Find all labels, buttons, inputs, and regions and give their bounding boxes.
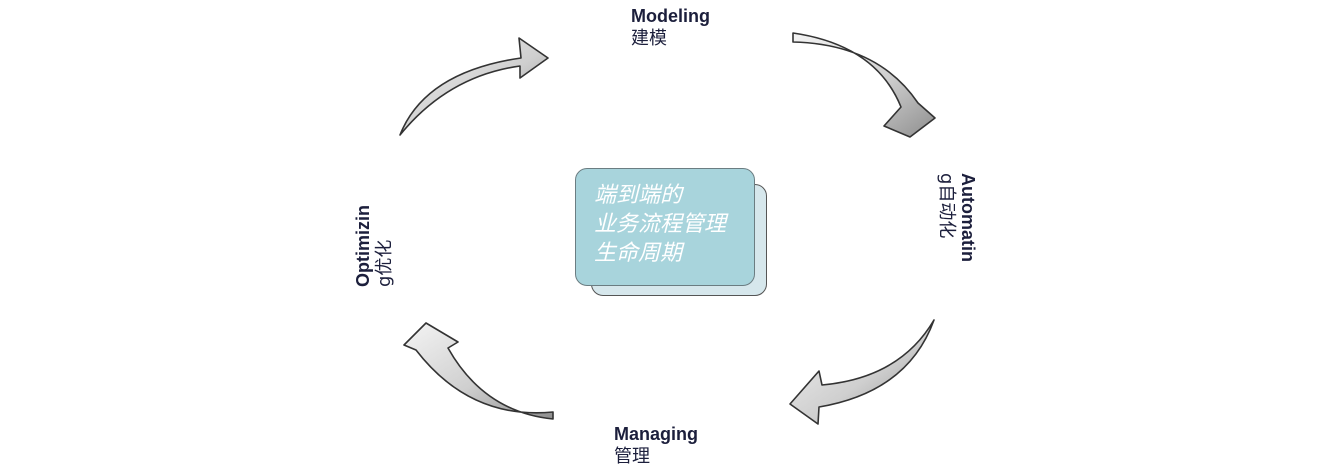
stage-managing-en: Managing	[614, 424, 698, 444]
center-line-2: 业务流程管理	[594, 212, 727, 237]
stage-optimizing-zh: g优化	[374, 239, 395, 287]
stage-automation-zh: g自动化	[936, 173, 957, 239]
stage-modeling-zh: 建模	[631, 27, 667, 49]
center-lifecycle-box: 端到端的 业务流程管理 生命周期	[575, 168, 755, 286]
stage-automation-label: Automatin g自动化	[935, 173, 979, 275]
stage-optimizing-en: Optimizin	[353, 205, 373, 287]
arrow-automation-to-managing-icon	[789, 319, 935, 425]
stage-managing-zh: 管理	[614, 445, 650, 467]
arrow-optimizing-to-modeling-icon	[399, 37, 549, 136]
arrow-managing-to-optimizing-icon	[403, 322, 554, 420]
stage-managing-label: Managing 管理	[614, 424, 698, 467]
center-line-3: 生命周期	[594, 241, 683, 266]
arrow-modeling-to-automation-icon	[792, 32, 936, 138]
center-line-1: 端到端的	[594, 183, 683, 208]
stage-optimizing-label: Optimizin g优化	[352, 185, 396, 287]
stage-modeling-en: Modeling	[631, 6, 710, 26]
stage-automation-en: Automatin	[958, 173, 978, 262]
stage-modeling-label: Modeling 建模	[631, 6, 710, 49]
